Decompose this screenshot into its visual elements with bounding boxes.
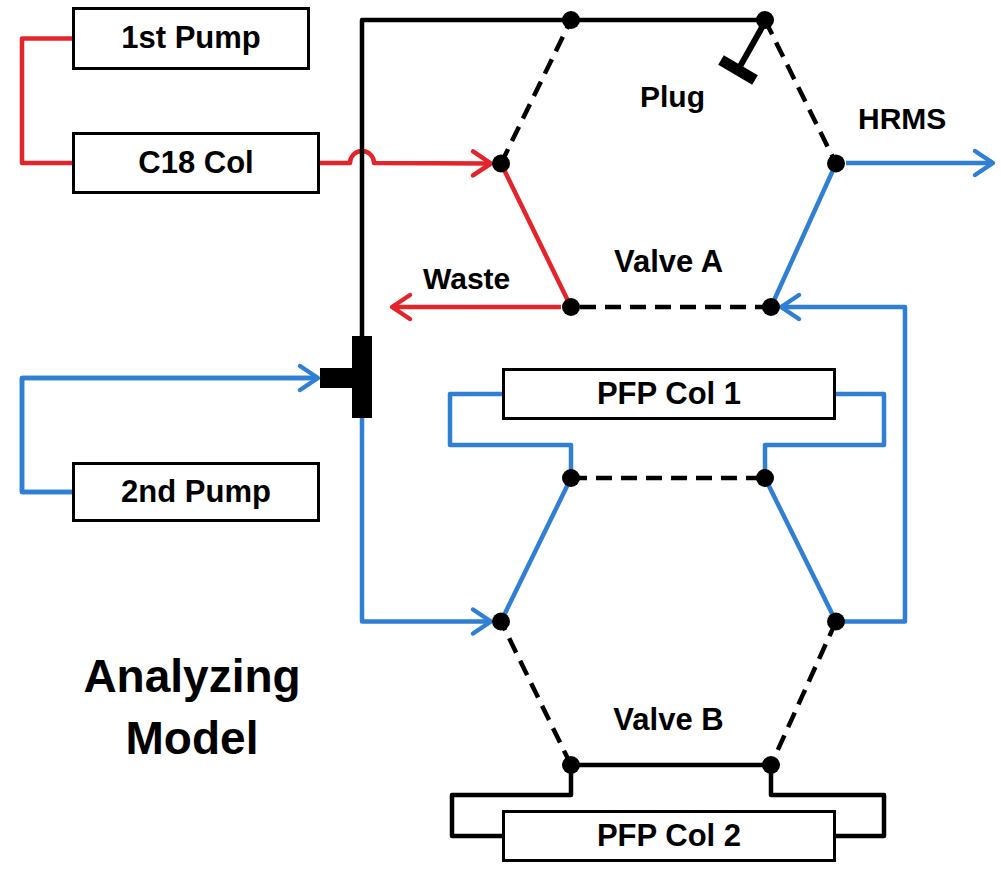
closed-channel [571, 305, 771, 310]
arrow-head [473, 151, 491, 175]
flow-line [22, 20, 571, 492]
box-label: 1st Pump [121, 21, 261, 55]
valve-port [762, 298, 780, 316]
process-box: 1st Pump [72, 7, 310, 70]
valve-port [827, 613, 845, 631]
outlet-line [846, 161, 993, 166]
valve-label: Valve B [613, 703, 723, 737]
flow-line [320, 151, 491, 175]
arrow-head [392, 295, 410, 319]
valve-hexagon: Valve B [501, 478, 836, 765]
plug-symbol [721, 60, 755, 80]
valve-port [827, 155, 845, 173]
closed-channel [765, 20, 836, 164]
valve-hexagon: Valve A [501, 20, 836, 307]
open-channel [571, 18, 765, 23]
box-label: PFP Col 1 [597, 377, 741, 411]
valve-port [562, 298, 580, 316]
tubing-line [320, 151, 491, 164]
valve-port [562, 469, 580, 487]
waste-line [392, 305, 561, 310]
open-channel [771, 164, 836, 308]
flow-line [22, 378, 491, 634]
valve-label: Valve A [614, 245, 723, 279]
open-channel [501, 478, 571, 622]
process-box: PFP Col 1 [502, 368, 836, 420]
arrow-head [473, 610, 491, 634]
valve-port [756, 469, 774, 487]
tubing-line [781, 307, 905, 622]
tee-union [352, 336, 372, 418]
open-channel [765, 478, 836, 622]
box-label: 2nd Pump [121, 475, 271, 509]
flow-line [22, 39, 72, 164]
port-label: Plug [640, 80, 705, 115]
tubing-line [22, 39, 72, 164]
box-label: C18 Col [138, 146, 253, 180]
valve-port [492, 155, 510, 173]
valve-port [762, 756, 780, 774]
port-label: Waste [420, 262, 513, 297]
port-label: HRMS [858, 102, 946, 137]
valve-port [562, 11, 580, 29]
closed-channel [771, 622, 836, 766]
process-box: C18 Col [72, 132, 320, 194]
open-channel [571, 763, 771, 768]
valve-port [492, 613, 510, 631]
diagram-caption: Analyzing Model [27, 645, 357, 769]
arrow-head [975, 151, 993, 175]
plug-symbol [738, 22, 765, 70]
tubing-line [362, 418, 491, 622]
tee-union [320, 368, 354, 388]
box-label: PFP Col 2 [597, 819, 741, 853]
closed-channel [571, 476, 765, 481]
closed-channel [501, 20, 571, 164]
process-box: 2nd Pump [72, 462, 320, 522]
process-box: PFP Col 2 [502, 810, 836, 862]
closed-channel [501, 622, 571, 766]
arrow-head [781, 295, 799, 319]
tubing-line [362, 20, 571, 336]
valve-port [756, 11, 774, 29]
flow-line [781, 295, 905, 622]
valve-port [562, 756, 580, 774]
